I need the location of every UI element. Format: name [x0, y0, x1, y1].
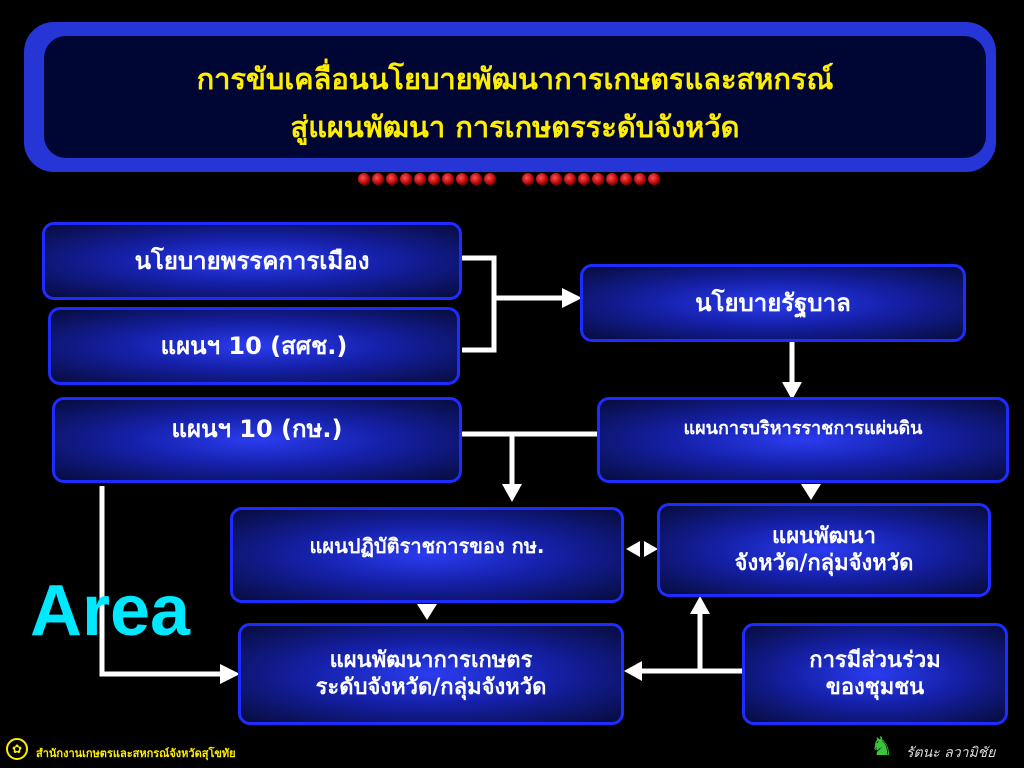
- box-party-policy-label: นโยบายพรรคการเมือง: [134, 247, 370, 275]
- area-label: Area: [30, 571, 191, 651]
- box-province-dev-plan: แผนพัฒนา จังหวัด/กลุ่มจังหวัด: [657, 503, 991, 597]
- box-community-participation: การมีส่วนร่วม ของชุมชน: [742, 623, 1008, 725]
- arrowhead-bi-right: [644, 541, 658, 557]
- box-province-dev-plan-line2: จังหวัด/กลุ่มจังหวัด: [734, 551, 914, 576]
- figure-icon: ♞: [870, 732, 894, 762]
- arrowhead-agri-left: [220, 664, 240, 684]
- plan10-to-agri-plan: [99, 486, 222, 677]
- footer-signature: รัตนะ ลวามิชัย: [906, 745, 996, 761]
- box-agri-dev-plan-line2: ระดับจังหวัด/กลุ่มจังหวัด: [315, 675, 547, 700]
- arrowhead-gov: [562, 288, 582, 308]
- box-province-dev-plan-line1: แผนพัฒนา: [772, 523, 876, 549]
- decor-dots-left: [358, 173, 496, 185]
- title-line-2: สู่แผนพัฒนา การเกษตรระดับจังหวัด: [290, 110, 740, 144]
- box-moac-action-plan-label: แผนปฏิบัติราชการของ กษ.: [309, 534, 545, 558]
- bracket-connector: [462, 255, 497, 353]
- arrowhead-admin: [782, 382, 802, 400]
- box-community-line1: การมีส่วนร่วม: [809, 647, 941, 673]
- box-plan10-moac: แผนฯ 10 (กษ.): [52, 397, 462, 483]
- footer-office: สำนักงานเกษตรและสหกรณ์จังหวัดสุโขทัย: [36, 747, 236, 760]
- arrowhead-agri-right: [624, 661, 642, 681]
- box-admin-plan-label: แผนการบริหารราชการแผ่นดิน: [683, 418, 923, 439]
- box-gov-policy: นโยบายรัฐบาล: [580, 264, 966, 342]
- decor-dots-right: [522, 173, 660, 185]
- box-moac-action-plan: แผนปฏิบัติราชการของ กษ.: [230, 507, 624, 603]
- box-agri-dev-plan: แผนพัฒนาการเกษตร ระดับจังหวัด/กลุ่มจังหว…: [238, 623, 624, 725]
- box-admin-plan: แผนการบริหารราชการแผ่นดิน: [597, 397, 1009, 483]
- title-line-1: การขับเคลื่อนนโยบายพัฒนาการเกษตรและสหกรณ…: [196, 62, 834, 96]
- box-community-line2: ของชุมชน: [825, 675, 925, 700]
- arrowhead-moac-to-agri: [417, 604, 437, 620]
- arrowhead-bi-left: [626, 541, 640, 557]
- box-plan10-moac-label: แผนฯ 10 (กษ.): [171, 415, 343, 443]
- box-gov-policy-label: นโยบายรัฐบาล: [695, 289, 851, 317]
- box-agri-dev-plan-line1: แผนพัฒนาการเกษตร: [329, 647, 533, 673]
- box-plan10-nesdb-label: แผนฯ 10 (สศช.): [160, 332, 348, 360]
- arrowhead-moac: [502, 484, 522, 502]
- title-panel: [44, 36, 986, 158]
- arrowhead-admin-to-province: [801, 484, 821, 500]
- arrowhead-province-up: [690, 596, 710, 614]
- box-plan10-nesdb: แผนฯ 10 (สศช.): [48, 307, 460, 385]
- box-party-policy: นโยบายพรรคการเมือง: [42, 222, 462, 300]
- emblem-icon: ✿: [6, 738, 28, 760]
